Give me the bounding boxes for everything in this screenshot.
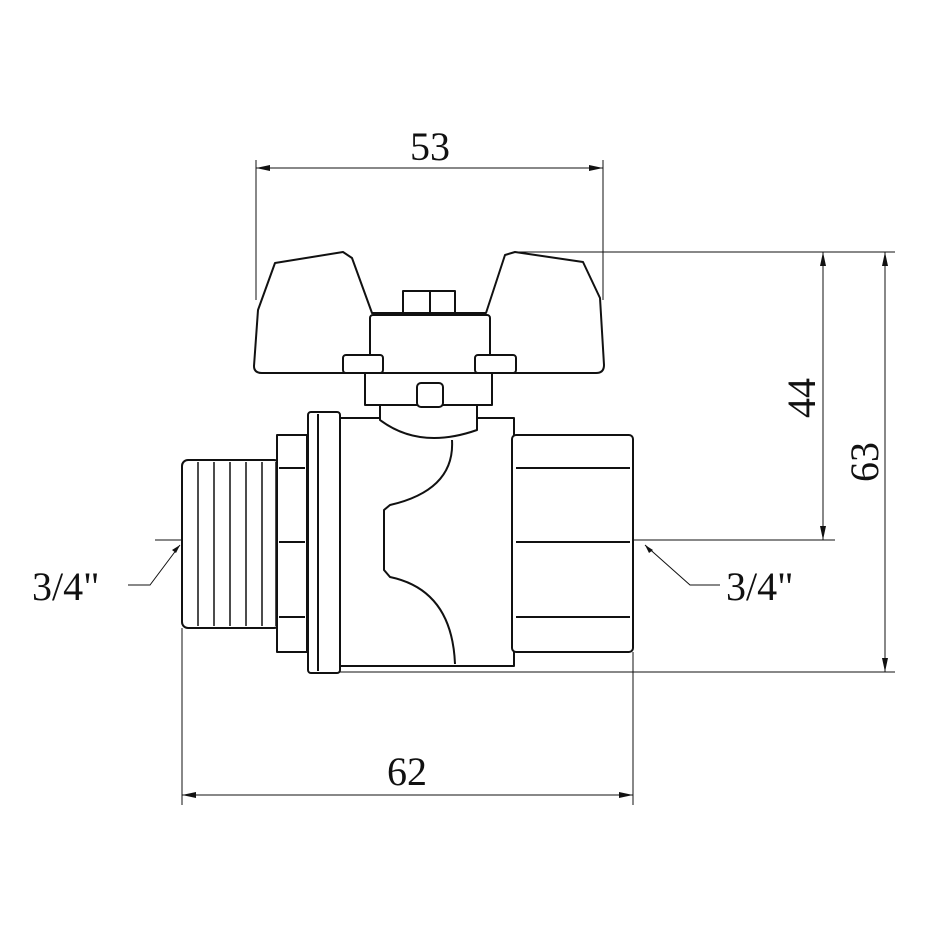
- handle-tab-right: [474, 354, 517, 374]
- dim-label-53: 53: [410, 124, 450, 169]
- arrowheads: [172, 165, 888, 798]
- right-hex-socket: [511, 434, 634, 653]
- valve-body: [337, 417, 515, 667]
- inlet-thread-label: 3/4": [32, 564, 99, 609]
- stop-pin: [416, 382, 444, 408]
- dimension-lines: [128, 160, 895, 805]
- dim-label-63: 63: [842, 442, 887, 482]
- leader-right-thread: [644, 544, 720, 586]
- male-thread: [181, 459, 281, 629]
- flange: [307, 411, 341, 674]
- handle-hub: [369, 314, 491, 374]
- dim-label-44: 44: [779, 378, 824, 418]
- valve: [181, 251, 634, 674]
- outlet-thread-label: 3/4": [726, 564, 793, 609]
- dim-label-62: 62: [387, 749, 427, 794]
- leader-left-thread: [128, 544, 181, 586]
- body-contour: [383, 439, 456, 665]
- stem-neck: [379, 404, 478, 439]
- handle-tab-left: [342, 354, 384, 374]
